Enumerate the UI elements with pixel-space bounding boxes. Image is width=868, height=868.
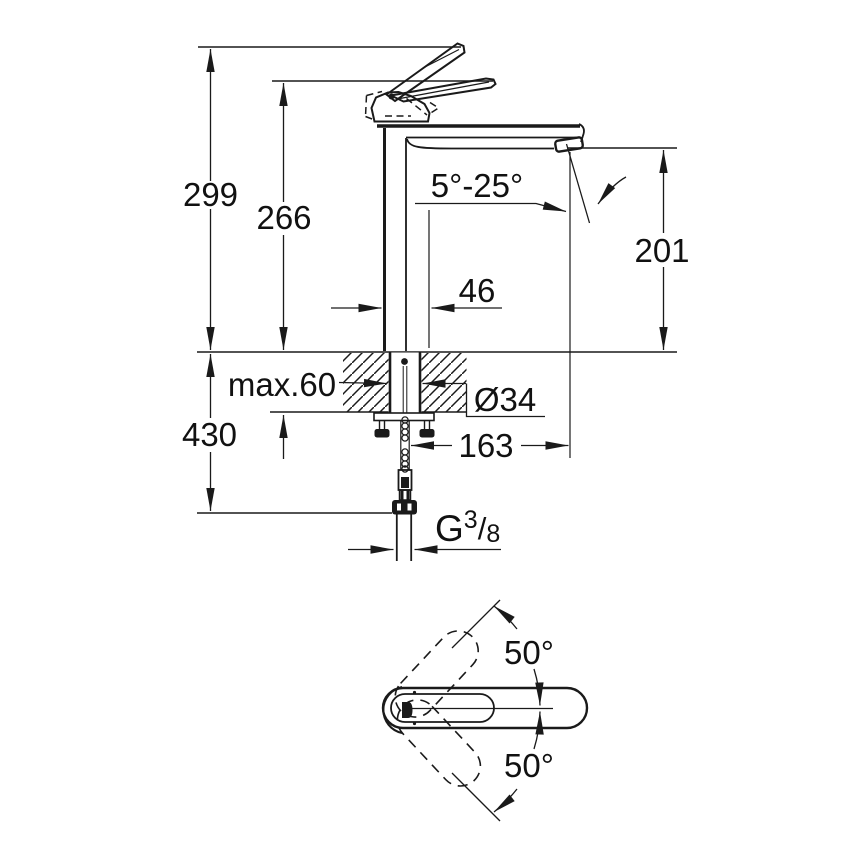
faucet-shank <box>388 352 422 413</box>
extension-lines <box>197 46 677 514</box>
dim-body-offset-label: 46 <box>459 272 496 309</box>
spout-swivel-arrow <box>597 176 627 205</box>
dim-spout-projection-label: 163 <box>458 427 513 464</box>
dim-thread-size-label: G3/8 <box>435 506 500 549</box>
thread-numerator: 3 <box>464 506 478 534</box>
aerator <box>554 136 584 153</box>
dim-spout-angle-label: 5°-25° <box>431 167 523 204</box>
front-elevation-view: 299 266 5°-25° 201 46 max.60 Ø34 430 163… <box>182 42 690 561</box>
supply-hose-tail <box>392 416 417 561</box>
thread-prefix: G <box>435 508 464 549</box>
dim-lever-height-label: 266 <box>256 199 311 236</box>
lever-horizontal-position <box>387 77 497 103</box>
thread-denominator: 8 <box>486 520 500 548</box>
thread-slash: / <box>478 511 487 546</box>
handle-top-outline <box>381 686 589 734</box>
handle-lever <box>364 42 497 123</box>
dim-swing-lower-label: 50° <box>504 747 554 784</box>
handle-grip-mark <box>402 702 413 718</box>
mounting-hardware <box>373 412 435 438</box>
spout-tilt-line <box>565 143 591 224</box>
dim-swing-upper-label: 50° <box>504 634 554 671</box>
dim-outlet-height-label: 201 <box>634 232 689 269</box>
dim-overall-height-label: 299 <box>183 176 238 213</box>
faucet-body <box>377 123 627 351</box>
dim-supply-length-label: 430 <box>182 416 237 453</box>
lever-raised-position <box>384 42 466 103</box>
swivel-angle-dimension <box>451 599 544 822</box>
dim-max-deck-thickness-label: max.60 <box>228 366 336 403</box>
handle-plan-view: 50° 50° <box>381 599 589 822</box>
dimension-lines <box>206 49 668 554</box>
dim-hole-diameter-label: Ø34 <box>474 381 536 418</box>
